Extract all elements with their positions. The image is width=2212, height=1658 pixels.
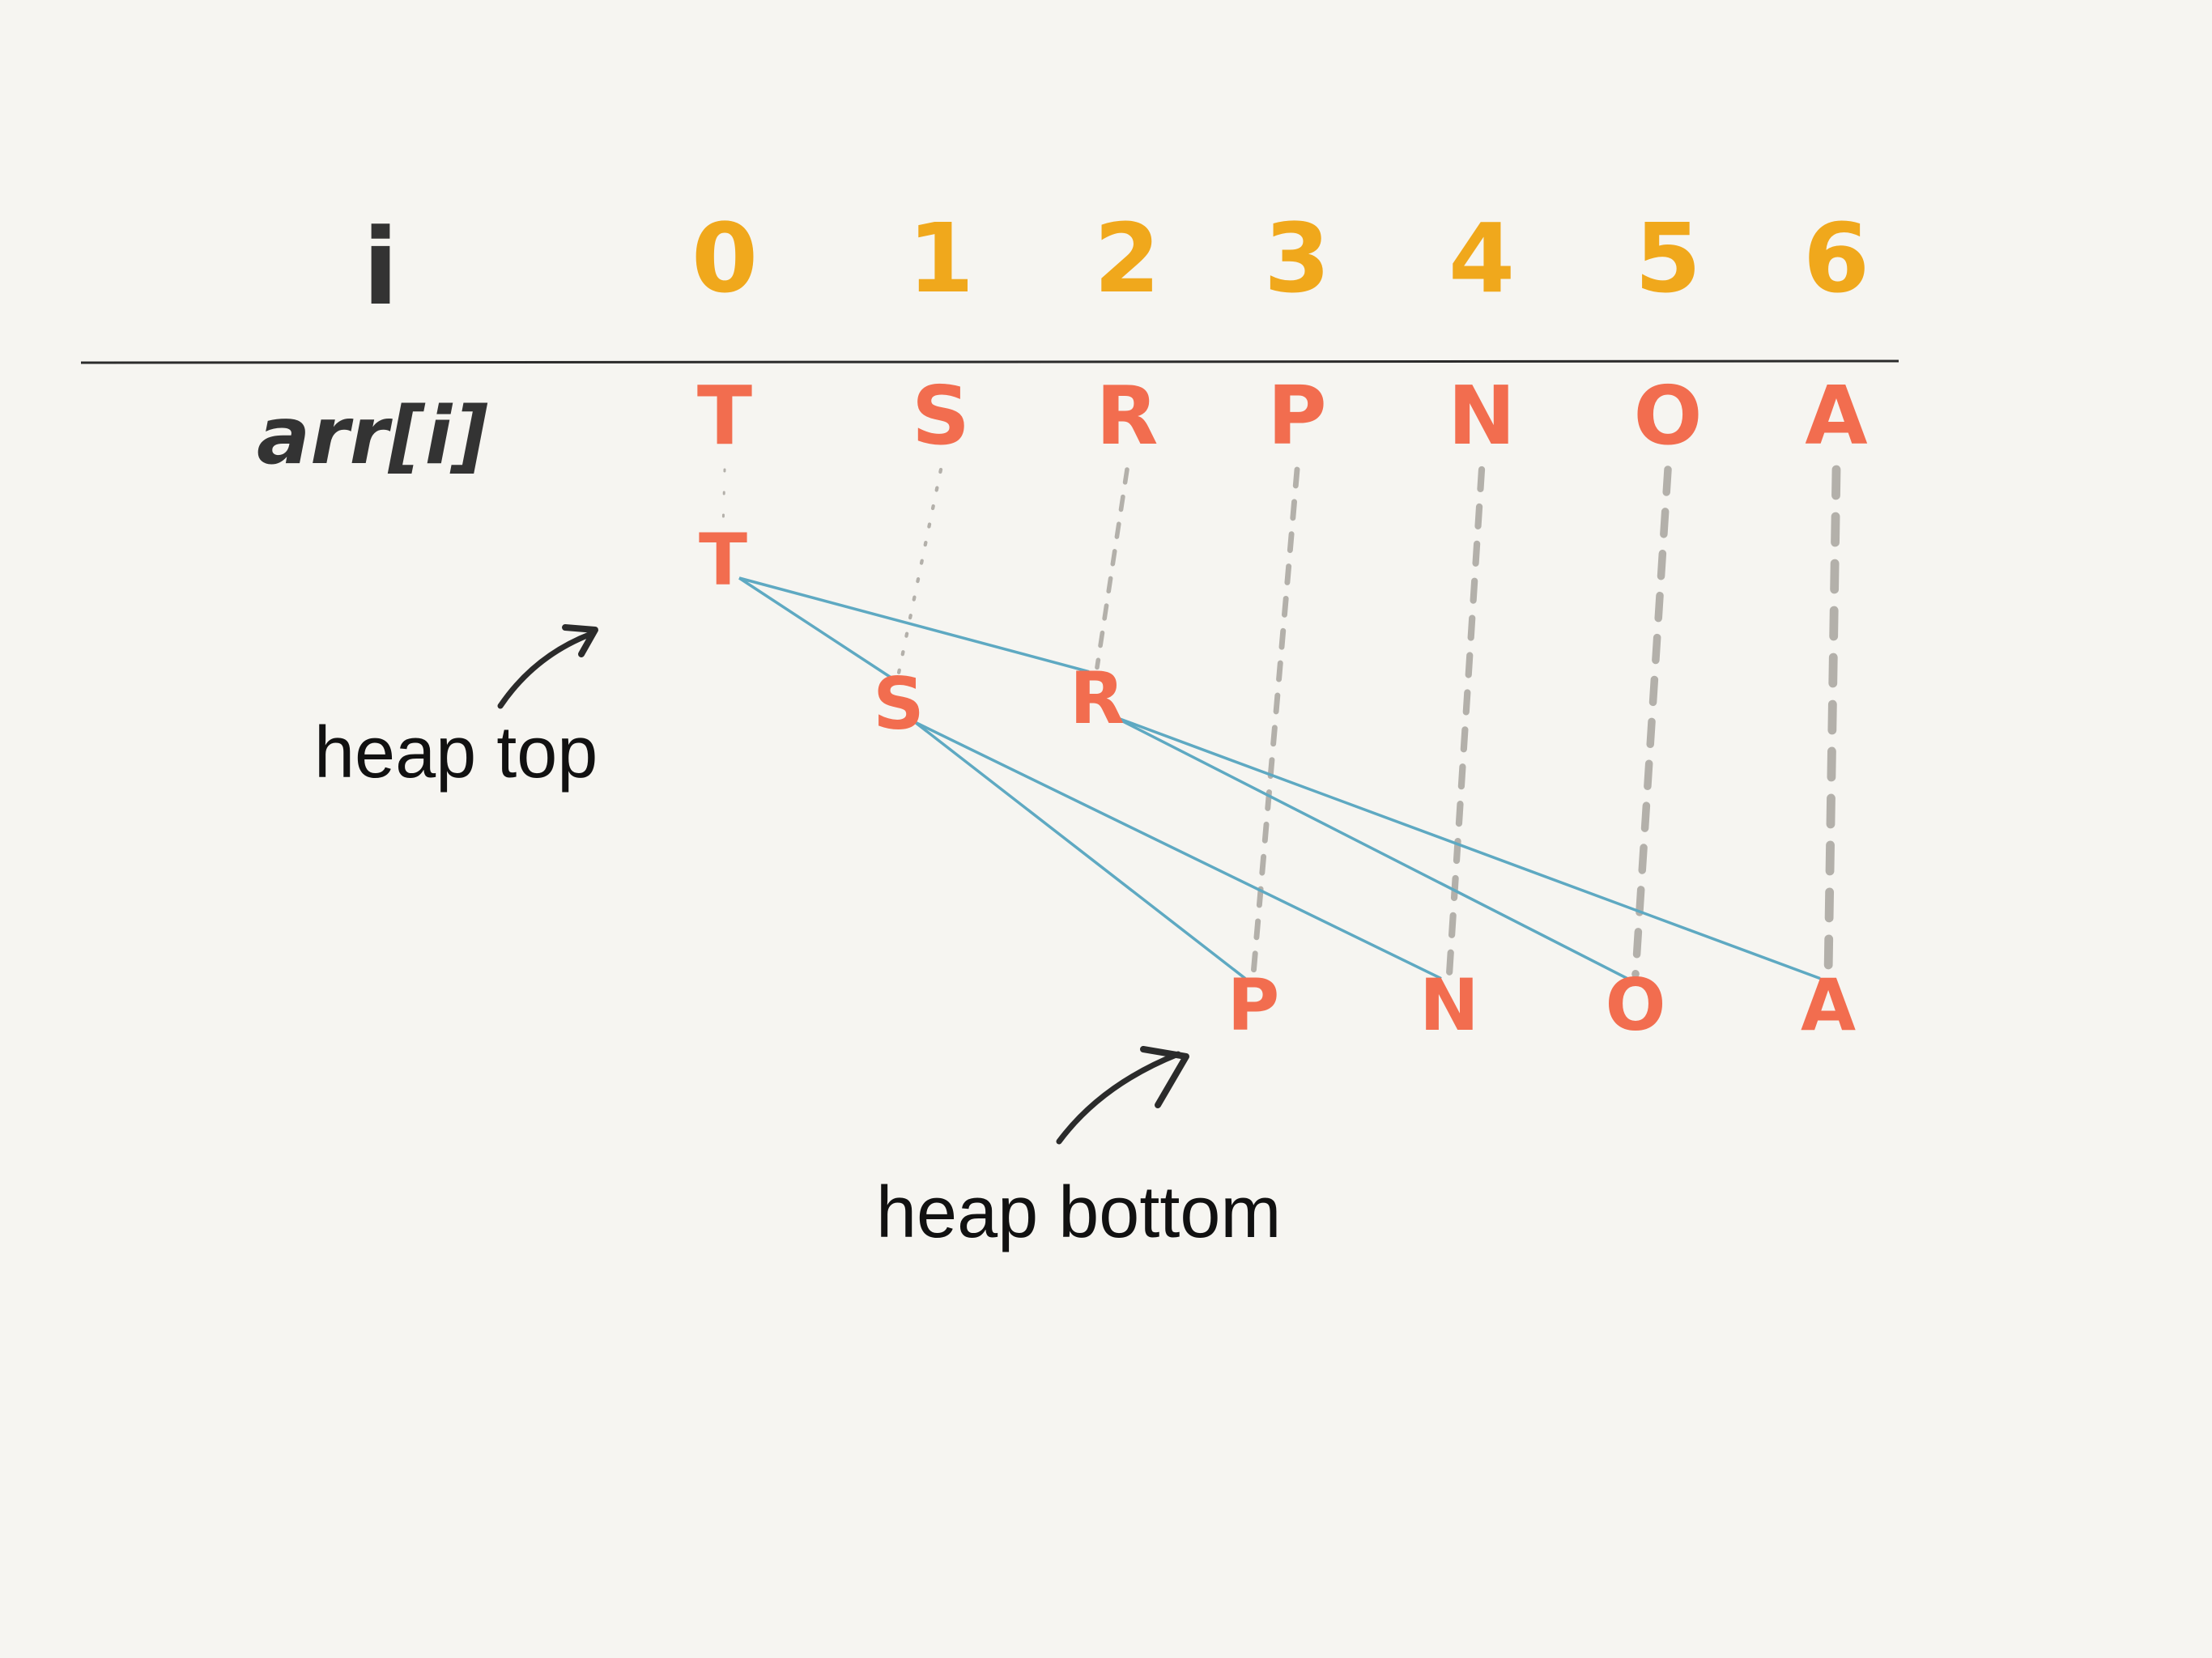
- index-6: 6: [1803, 202, 1870, 314]
- guide-line-2: [1095, 467, 1129, 670]
- index-4: 4: [1448, 202, 1515, 314]
- guide-line-1: [896, 467, 943, 675]
- array-value-4: N: [1448, 368, 1516, 463]
- header-divider: [80, 359, 1899, 364]
- array-value-5: O: [1633, 368, 1702, 463]
- heap-top-arrow-icon: [497, 631, 594, 709]
- heap-top-arrowhead-icon: [562, 624, 598, 657]
- heap-node-1: S: [873, 662, 924, 746]
- heap-edges: [738, 576, 1821, 980]
- edge-0-1: [738, 576, 891, 679]
- heap-node-5: O: [1606, 963, 1666, 1047]
- edge-0-2: [738, 576, 1090, 674]
- array-value-1: S: [912, 368, 970, 463]
- index-5: 5: [1635, 202, 1701, 314]
- array-label: arr[i]: [257, 390, 488, 483]
- edge-1-4: [914, 721, 1442, 980]
- heap-node-3: P: [1227, 963, 1280, 1047]
- edge-2-5: [1112, 715, 1628, 980]
- heap-node-4: N: [1419, 963, 1479, 1047]
- heap-top-label: heap top: [314, 712, 598, 793]
- index-2: 2: [1094, 202, 1160, 314]
- guide-line-4: [1445, 466, 1486, 978]
- index-label: i: [363, 206, 399, 329]
- heap-bottom-arrowhead-icon: [1140, 1046, 1189, 1108]
- array-value-6: A: [1805, 368, 1867, 463]
- edge-1-3: [913, 721, 1247, 980]
- heap-node-2: R: [1070, 657, 1125, 740]
- array-value-3: P: [1267, 368, 1326, 463]
- array-value-0: T: [697, 368, 752, 463]
- guide-line-6: [1823, 465, 1841, 979]
- edge-2-6: [1112, 715, 1821, 980]
- index-0: 0: [691, 202, 758, 314]
- heap-bottom-arrow-icon: [1056, 1051, 1181, 1145]
- heap-node-6: A: [1801, 963, 1856, 1047]
- guide-line-5: [1631, 466, 1672, 979]
- heap-node-0: T: [699, 518, 747, 602]
- index-1: 1: [908, 202, 974, 314]
- heap-bottom-label: heap bottom: [876, 1172, 1281, 1253]
- array-value-2: R: [1095, 368, 1158, 463]
- heap-tree-nodes: T S R P N O A: [699, 518, 1856, 1047]
- index-3: 3: [1264, 202, 1330, 314]
